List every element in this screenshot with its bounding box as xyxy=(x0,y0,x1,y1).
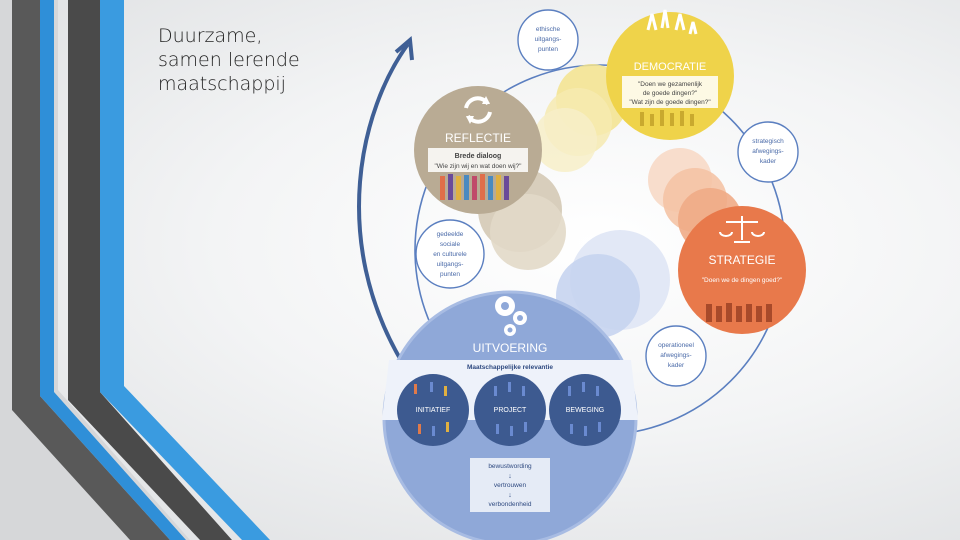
deco-stripe-dark-2 xyxy=(12,0,170,540)
reflectie-line-1: Brede dialoog xyxy=(455,153,502,160)
uitvoering-node: UITVOERING Maatschappelijke relevantie I… xyxy=(382,290,638,540)
cycle-arrow xyxy=(357,42,410,364)
reflectie-text-box xyxy=(428,148,528,172)
people-icon xyxy=(494,382,527,436)
gears-icon xyxy=(495,296,527,336)
gedeelde-line-2: sociale xyxy=(440,241,461,248)
title-line-3: maatschappij xyxy=(158,73,286,95)
gedeelde-line-5: punten xyxy=(440,271,460,278)
strategisch-line-2: afwegings- xyxy=(752,148,783,155)
initiatief-group: INITIATIEF xyxy=(397,374,469,446)
deco-stripe-dark xyxy=(68,0,232,540)
people-icon xyxy=(568,382,601,436)
step-3: verbondenheid xyxy=(488,501,531,508)
operationeel-line-1: operationeel xyxy=(658,342,694,349)
ethische-line-3: punten xyxy=(538,46,558,53)
democratie-text-box xyxy=(622,76,718,108)
refresh-icon xyxy=(464,96,492,124)
democratie-line-1: "Doen we gezamenlijk xyxy=(638,81,703,88)
strategie-node: STRATEGIE "Doen we de dingen goed?" xyxy=(678,206,806,334)
strategie-line-1: "Doen we de dingen goed?" xyxy=(702,277,783,284)
slide-title: Duurzame, samen lerende maatschappij xyxy=(158,24,358,96)
beweging-group: BEWEGING xyxy=(549,374,621,446)
transition-circle xyxy=(490,194,566,270)
people-silhouettes-icon xyxy=(706,303,772,322)
people-silhouettes-icon xyxy=(440,174,509,200)
arrow-down-icon: ↓ xyxy=(508,492,512,499)
scales-icon xyxy=(719,216,765,243)
connector-strategisch: strategisch afwegings- kader xyxy=(737,121,799,183)
operationeel-line-2: afwegings- xyxy=(660,352,691,359)
ethische-line-1: ethische xyxy=(536,26,561,33)
cycle-arrow-head xyxy=(394,35,414,61)
project-group: PROJECT xyxy=(474,374,546,446)
title-line-2: samen lerende xyxy=(158,49,300,71)
strategisch-line-1: strategisch xyxy=(752,138,784,145)
reflectie-line-2: "Wie zijn wij en wat doen wij?" xyxy=(435,163,523,170)
step-1: bewustwording xyxy=(488,463,532,470)
people-silhouettes-icon xyxy=(640,110,694,126)
democratie-line-2: de goede dingen?" xyxy=(643,90,698,97)
people-icon xyxy=(414,382,449,436)
uitvoering-title: UITVOERING xyxy=(473,341,548,355)
deco-stripe-blue xyxy=(100,0,270,540)
initiatief-label: INITIATIEF xyxy=(416,407,450,414)
connector-gedeelde: gedeelde sociale en culturele uitgangs- … xyxy=(415,219,485,289)
operationeel-line-3: kader xyxy=(668,362,685,369)
steps-box xyxy=(470,458,550,512)
reflectie-node: REFLECTIE Brede dialoog "Wie zijn wij en… xyxy=(414,86,542,214)
arrow-down-icon: ↓ xyxy=(508,473,512,480)
governance-cycle-diagram: DEMOCRATIE "Doen we gezamenlijk de goede… xyxy=(357,9,806,540)
strategisch-line-3: kader xyxy=(760,158,777,165)
project-label: PROJECT xyxy=(494,407,527,414)
strategie-title: STRATEGIE xyxy=(708,253,775,267)
connector-operationeel: operationeel afwegings- kader xyxy=(645,325,707,387)
democratie-node: DEMOCRATIE "Doen we gezamenlijk de goede… xyxy=(606,9,734,140)
title-line-1: Duurzame, xyxy=(158,25,263,47)
gedeelde-line-4: uitgangs- xyxy=(437,261,464,268)
connector-ethische: ethische uitgangs- punten xyxy=(517,9,579,71)
ethische-line-2: uitgangs- xyxy=(535,36,562,43)
gedeelde-line-3: en culturele xyxy=(433,251,467,258)
hands-icon xyxy=(646,9,698,35)
gedeelde-line-1: gedeelde xyxy=(437,231,464,238)
democratie-title: DEMOCRATIE xyxy=(634,61,707,73)
beweging-label: BEWEGING xyxy=(566,407,605,414)
uitvoering-subtitle: Maatschappelijke relevantie xyxy=(467,364,553,371)
reflectie-title: REFLECTIE xyxy=(445,131,511,145)
transition-circle xyxy=(533,108,597,172)
step-2: vertrouwen xyxy=(494,482,527,489)
democratie-line-3: "Wat zijn de goede dingen?" xyxy=(629,99,711,106)
